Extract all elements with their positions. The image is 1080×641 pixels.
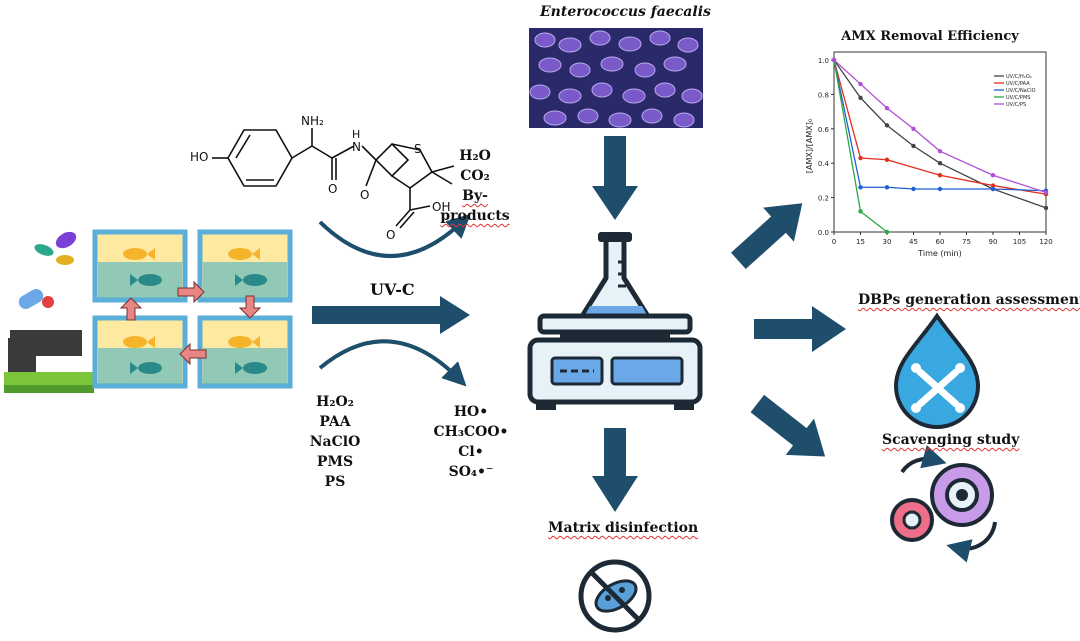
curved-arrow-products — [318, 213, 471, 258]
series-point-0 — [858, 95, 863, 101]
series-point-3 — [884, 229, 890, 235]
series-point-4 — [831, 57, 837, 63]
y-tick-label: 0.2 — [818, 195, 829, 203]
lab-scale-icon — [527, 232, 703, 410]
series-point-2 — [911, 186, 916, 192]
series-point-4 — [858, 81, 863, 87]
y-axis-label: [AMX]/[AMX]₀ — [805, 119, 814, 173]
series-point-3 — [858, 209, 863, 214]
oxidant-h2o2: H₂O₂ — [316, 394, 354, 410]
series-point-2 — [937, 186, 943, 192]
y-tick-label: 1.0 — [818, 57, 829, 65]
x-tick-label: 0 — [832, 238, 836, 246]
enterococcus-image — [529, 28, 703, 128]
x-axis-label: Time (min) — [917, 249, 961, 258]
tank-system-icon — [4, 229, 293, 393]
y-tick-label: 0.0 — [818, 229, 829, 237]
y-tick-label: 0.8 — [818, 91, 829, 99]
product-h2o: H₂O — [459, 148, 491, 164]
atom-ho: HO — [190, 150, 209, 164]
bacteria-label: Enterococcus faecalis — [540, 4, 711, 20]
x-tick-label: 90 — [989, 238, 998, 246]
oxidant-pms: PMS — [316, 454, 354, 470]
series-point-4 — [911, 126, 916, 131]
x-tick-label: 45 — [909, 238, 918, 246]
uvc-label: UV-C — [370, 280, 415, 299]
legend-label-1: UV/C/PAA — [1006, 81, 1030, 87]
oxidant-ps: PS — [324, 474, 346, 490]
x-tick-label: 60 — [936, 238, 945, 246]
dbps-label: DBPs generation assessment — [858, 292, 1080, 308]
series-point-1 — [990, 183, 996, 188]
series-point-4 — [937, 148, 943, 154]
series-point-1 — [858, 155, 863, 161]
atom-s: S — [414, 142, 422, 156]
series-point-0 — [1043, 205, 1049, 211]
atom-o1: O — [328, 182, 338, 196]
x-tick-label: 120 — [1039, 238, 1052, 246]
series-point-2 — [990, 186, 996, 192]
radical-cl: Cl• — [458, 444, 484, 460]
atom-nh2: NH₂ — [301, 114, 324, 128]
x-tick-label: 30 — [883, 238, 892, 246]
series-point-1 — [937, 173, 943, 178]
legend-label-4: UV/C/PS — [1006, 102, 1026, 108]
arrow-down-to-scale — [592, 136, 638, 220]
arrow-down-right — [750, 394, 826, 457]
legend-label-3: UV/C/PMS — [1006, 95, 1030, 101]
x-tick-label: 75 — [962, 238, 971, 246]
water-drop-hazard-icon — [893, 312, 981, 429]
radical-ho: HO• — [453, 404, 489, 420]
series-point-2 — [858, 185, 863, 190]
series-point-4 — [990, 173, 996, 178]
oxidant-naclo: NaClO — [309, 434, 361, 450]
series-point-4 — [1043, 190, 1049, 195]
matrix-label: Matrix disinfection — [548, 520, 699, 536]
arrow-right-dbps — [754, 306, 846, 352]
product-byproducts: By-products — [440, 188, 510, 224]
product-co2: CO₂ — [460, 168, 490, 184]
radical-list: HO• CH₃COO• Cl• SO₄•⁻ — [416, 402, 526, 482]
legend-label-2: UV/C/NaClO — [1006, 88, 1036, 94]
legend-label-0: UV/C/H₂O₂ — [1006, 74, 1032, 80]
atom-o3: O — [386, 228, 396, 242]
y-tick-label: 0.6 — [818, 126, 830, 134]
series-point-2 — [884, 185, 890, 190]
scavenging-label: Scavenging study — [882, 432, 1020, 448]
atom-oh: OH — [432, 200, 451, 214]
oxidant-paa: PAA — [319, 414, 351, 430]
y-tick-label: 0.4 — [818, 160, 830, 168]
series-point-0 — [884, 123, 890, 128]
arrow-down-to-matrix — [592, 428, 638, 512]
x-tick-label: 105 — [1013, 238, 1026, 246]
no-bacteria-icon — [578, 559, 652, 633]
chart-title: AMX Removal Efficiency — [840, 29, 1019, 44]
radical-so4: SO₄•⁻ — [448, 464, 494, 480]
atom-h: H — [352, 128, 361, 141]
radical-ch3coo: CH₃COO• — [433, 424, 509, 440]
amoxicillin-structure — [212, 128, 455, 229]
series-point-1 — [884, 157, 890, 162]
curved-arrow-radicals — [318, 339, 467, 387]
oxidant-list: H₂O₂ PAA NaClO PMS PS — [300, 392, 370, 492]
series-point-0 — [937, 161, 943, 166]
gears-icon — [890, 445, 997, 563]
series-point-4 — [884, 105, 890, 111]
x-tick-label: 15 — [856, 238, 865, 246]
series-point-0 — [911, 143, 916, 149]
atom-o2: O — [360, 188, 370, 202]
atom-nh: N — [352, 140, 361, 154]
arrow-up-right — [731, 203, 803, 269]
series-line-1 — [833, 59, 1047, 195]
uvc-arrow — [312, 296, 470, 334]
products-list: H₂O CO₂ By-products — [430, 146, 520, 226]
